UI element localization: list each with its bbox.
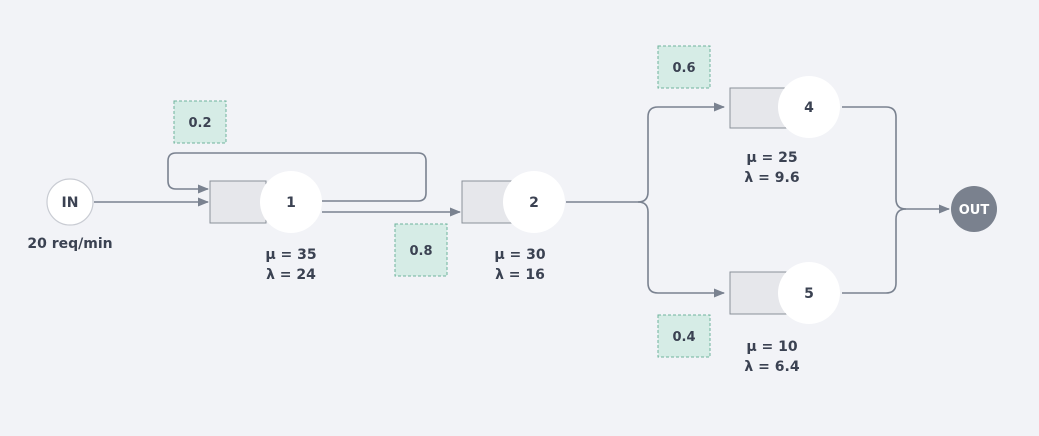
station-5-lambda: λ = 6.4 [744, 359, 799, 375]
source-rate-label: 20 req/min [27, 236, 112, 252]
probability-feedback: 0.2 [173, 100, 227, 144]
server-4 [778, 76, 840, 138]
station-2: 2 μ = 30 λ = 16 [461, 171, 565, 283]
edge-node-4-to-merge [842, 106, 907, 210]
source-node: IN 20 req/min [27, 178, 113, 252]
server-1 [260, 171, 322, 233]
station-2-lambda: λ = 16 [495, 267, 545, 283]
probability-feedback-box [173, 100, 227, 144]
station-1-mu: μ = 35 [265, 247, 316, 263]
probability-lower-label: 0.4 [672, 330, 695, 345]
probability-forward-box [394, 223, 448, 277]
edge-split-to-queue-4 [637, 102, 726, 203]
sink-label: OUT [959, 203, 990, 218]
station-4-mu: μ = 25 [746, 150, 797, 166]
source-circle [46, 178, 94, 226]
station-5: 5 μ = 10 λ = 6.4 [729, 262, 840, 375]
server-5-label: 5 [804, 286, 814, 302]
probability-lower-box [657, 314, 711, 358]
server-2 [503, 171, 565, 233]
queue-1 [209, 180, 267, 224]
station-2-mu: μ = 30 [494, 247, 546, 263]
server-1-label: 1 [286, 195, 296, 211]
probability-forward-label: 0.8 [409, 244, 432, 259]
edge-split-to-queue-5 [637, 201, 726, 298]
probability-upper-box [657, 45, 711, 89]
probability-upper: 0.6 [657, 45, 711, 89]
station-4-lambda: λ = 9.6 [744, 170, 799, 186]
queue-4 [729, 87, 787, 129]
queue-5 [729, 271, 787, 315]
server-4-label: 4 [804, 100, 814, 116]
sink-node: OUT [951, 186, 997, 232]
server-5 [778, 262, 840, 324]
sink-circle [951, 186, 997, 232]
probability-feedback-label: 0.2 [188, 116, 211, 131]
station-5-mu: μ = 10 [746, 339, 798, 355]
station-1-lambda: λ = 24 [266, 267, 316, 283]
edges [94, 102, 951, 298]
station-1: 1 μ = 35 λ = 24 [209, 171, 322, 283]
probability-forward: 0.8 [394, 223, 448, 277]
server-2-label: 2 [529, 195, 539, 211]
source-label: IN [62, 195, 79, 211]
edge-node-5-to-merge [842, 208, 907, 294]
edge-feedback-loop [167, 152, 427, 202]
probability-upper-label: 0.6 [672, 61, 695, 76]
station-4: 4 μ = 25 λ = 9.6 [729, 76, 840, 186]
probability-lower: 0.4 [657, 314, 711, 358]
